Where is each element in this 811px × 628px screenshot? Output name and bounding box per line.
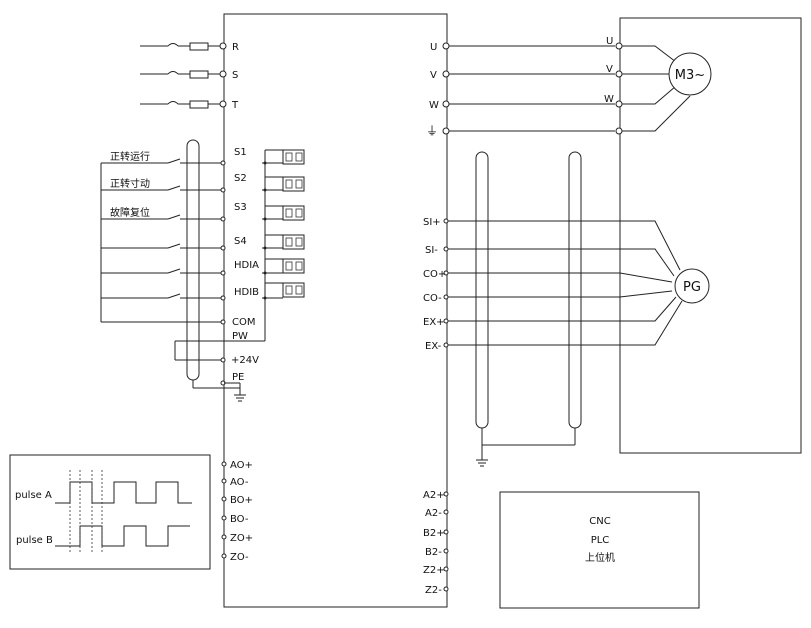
ground-icon: ⏚ (426, 124, 438, 138)
switch-label-forward-run: 正转运行 (110, 150, 150, 163)
motor-terminal-w-label: W (604, 94, 614, 105)
digital-input-group: 正转运行 正转寸动 故障复位 (100, 150, 226, 325)
encoder-symbol (674, 268, 710, 304)
switch-label-fault-reset: 故障复位 (110, 206, 150, 219)
terminal-r-label: R (232, 42, 239, 53)
pulse-a-label: pulse A (15, 490, 52, 501)
terminal-s-label: S (232, 70, 238, 81)
terminal-si-plus-label: SI+ (423, 217, 441, 228)
terminal-t-label: T (231, 100, 239, 111)
terminal-com-label: COM (232, 317, 255, 328)
pulse-b-label: pulse B (16, 535, 53, 546)
terminal-z2-minus-label: Z2- (425, 585, 442, 596)
drive-box (223, 13, 448, 608)
power-line-r (140, 42, 227, 51)
terminal-hdib-label: HDIB (234, 287, 259, 298)
terminal-a2-minus-label: A2- (425, 508, 442, 519)
motor-label: M3~ (675, 68, 705, 83)
power-input-group: R S T (140, 42, 239, 111)
switch-hdia (101, 268, 226, 276)
terminal-ex-plus-label: EX+ (423, 317, 445, 328)
motor-terminal-v-label: V (606, 64, 613, 75)
input-shield-cable (186, 139, 200, 381)
optocoupler-s4 (262, 234, 305, 250)
controller-plc-label: PLC (591, 535, 610, 546)
terminal-hdia-label: HDIA (234, 260, 259, 271)
encoder-terminal-group: SI+ SI- CO+ CO- EX+ EX- (423, 217, 620, 352)
terminal-w-label: W (429, 100, 439, 111)
switch-s4 (101, 243, 226, 251)
terminal-u-label: U (430, 42, 437, 53)
terminal-pe-label: PE (232, 372, 244, 383)
optocoupler-s1 (262, 149, 305, 165)
terminal-pw-label: PW (232, 331, 248, 342)
controller-host-label: 上位机 (585, 551, 615, 564)
terminal-b2-plus-label: B2+ (423, 528, 445, 539)
terminal-ao-minus-label: AO- (230, 477, 249, 488)
terminal-si-minus-label: SI- (425, 245, 438, 256)
controller-cnc-label: CNC (589, 516, 610, 527)
analog-output-terminals: AO+ AO- BO+ BO- ZO+ ZO- (221, 460, 253, 563)
terminal-ex-minus-label: EX- (425, 341, 442, 352)
power-line-s (140, 70, 227, 79)
encoder-shield-cable-2 (568, 151, 582, 429)
controller-box (499, 491, 700, 609)
motor-box (619, 17, 802, 454)
terminal-z2-plus-label: Z2+ (423, 565, 445, 576)
motor-terminal-u-label: U (606, 36, 613, 47)
optocoupler-hdib (262, 282, 305, 300)
switch-hdib (101, 293, 226, 301)
motor-output-group: U V W ⏚ (426, 42, 615, 138)
terminal-co-plus-label: CO+ (423, 269, 446, 280)
terminal-s1-label: S1 (234, 147, 247, 158)
encoder-label: PG (683, 280, 701, 295)
terminal-s3-label: S3 (234, 202, 247, 213)
optocoupler-group (262, 149, 305, 341)
encoder-shield-cable-1 (475, 151, 489, 429)
terminal-zo-plus-label: ZO+ (230, 533, 253, 544)
pulse-input-terminals: A2+ A2- B2+ B2- Z2+ Z2- (423, 490, 449, 596)
left-terminal-labels: S1 S2 S3 S4 HDIA HDIB COM PW +24V PE (231, 147, 259, 383)
terminal-bo-minus-label: BO- (230, 514, 249, 525)
pulse-a-waveform (55, 481, 192, 504)
optocoupler-s3 (262, 205, 305, 221)
switch-label-forward-jog: 正转寸动 (110, 177, 150, 190)
terminal-zo-minus-label: ZO- (230, 552, 249, 563)
terminal-b2-minus-label: B2- (425, 547, 442, 558)
terminal-co-minus-label: CO- (423, 293, 442, 304)
terminal-a2-plus-label: A2+ (423, 490, 445, 501)
terminal-24v-label: +24V (231, 355, 259, 366)
optocoupler-hdia (262, 258, 305, 275)
terminal-v-label: V (430, 70, 437, 81)
motor-symbol (668, 52, 712, 96)
optocoupler-s2 (262, 176, 305, 192)
terminal-ao-plus-label: AO+ (230, 460, 253, 471)
pulse-diagram-box (9, 454, 211, 570)
terminal-s4-label: S4 (234, 236, 247, 247)
terminal-bo-plus-label: BO+ (230, 495, 253, 506)
terminal-s2-label: S2 (234, 173, 247, 184)
power-line-t (140, 100, 227, 109)
pulse-b-waveform (55, 525, 190, 547)
